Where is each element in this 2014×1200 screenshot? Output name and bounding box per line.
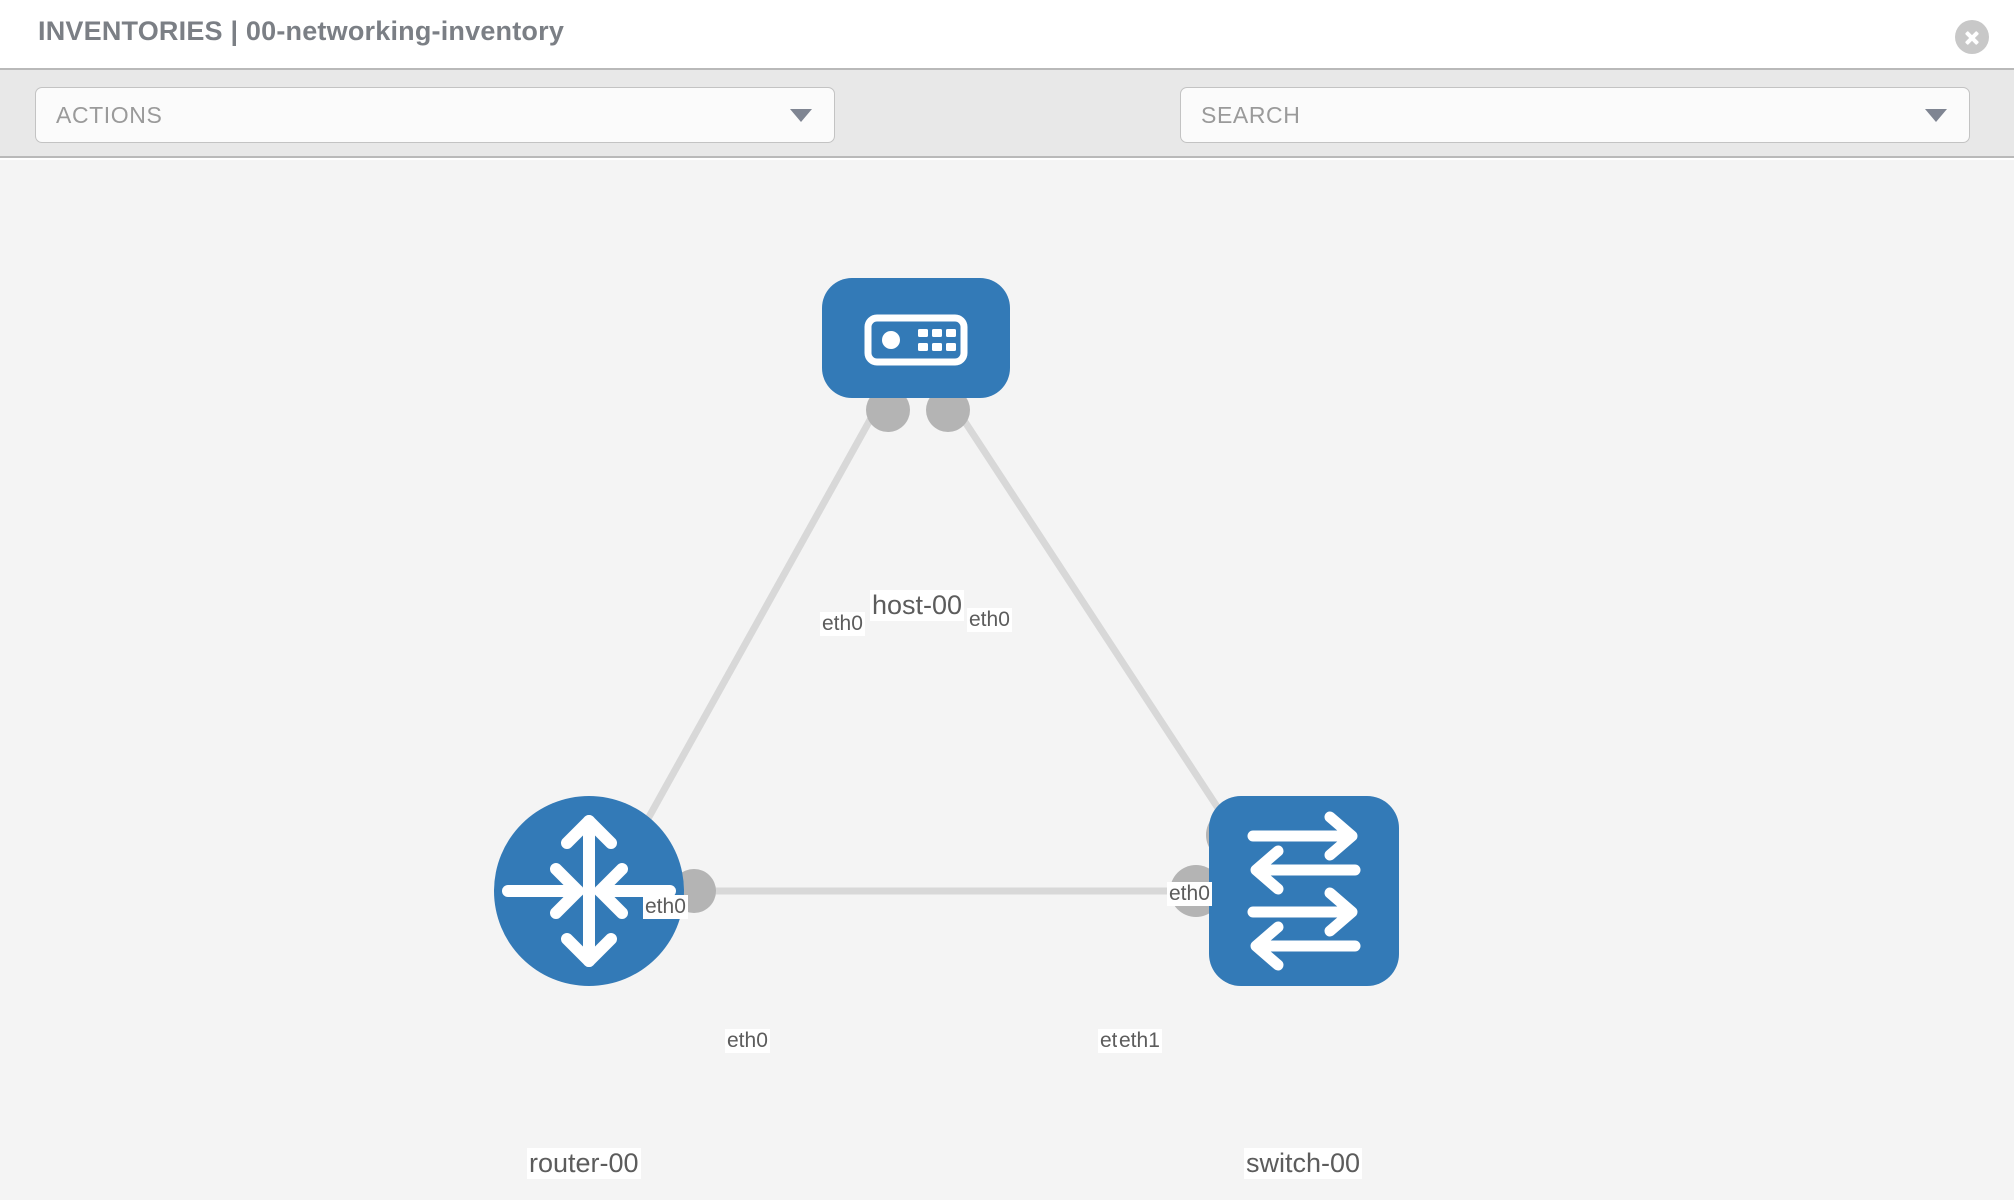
node-router-00 <box>494 796 684 986</box>
node-label-switch-00: switch-00 <box>1244 1148 1363 1179</box>
actions-dropdown-label: ACTIONS <box>56 101 163 128</box>
node-switch-00 <box>1209 796 1399 986</box>
edge-label-host-right: eth0 <box>967 608 1012 632</box>
search-input[interactable]: SEARCH <box>1180 87 1970 143</box>
edge-label-switch-left: eth1 <box>1117 1029 1162 1053</box>
node-label-router-00: router-00 <box>527 1148 641 1179</box>
page-header: INVENTORIES | 00-networking-inventory <box>0 0 2014 68</box>
chevron-down-icon <box>790 108 812 122</box>
topology-ports <box>672 388 1258 917</box>
toolbar: ACTIONS SEARCH <box>0 68 2014 205</box>
close-icon[interactable] <box>1955 20 1989 54</box>
topology-edges <box>621 400 1255 895</box>
edge-host-router <box>621 400 884 862</box>
edge-label-router-right: eth0 <box>725 1029 770 1053</box>
topology-canvas[interactable]: host-00 router-00 switch-00 eth0 eth0 et… <box>0 160 2014 1200</box>
topology-graph <box>494 278 1399 986</box>
search-placeholder: SEARCH <box>1201 101 1301 128</box>
port-host-right <box>926 388 970 432</box>
edge-label-host-left: eth0 <box>820 612 865 636</box>
port-host-left <box>866 388 910 432</box>
actions-dropdown[interactable]: ACTIONS <box>35 87 835 143</box>
edge-label-router-upper: eth0 <box>643 895 688 919</box>
edge-label-switch-upper: eth0 <box>1167 882 1212 906</box>
page-title: INVENTORIES | 00-networking-inventory <box>38 16 565 46</box>
node-label-host-00: host-00 <box>870 590 965 621</box>
node-host-00 <box>822 278 1010 398</box>
edge-host-switch <box>949 400 1255 862</box>
chevron-down-icon <box>1925 108 1947 122</box>
